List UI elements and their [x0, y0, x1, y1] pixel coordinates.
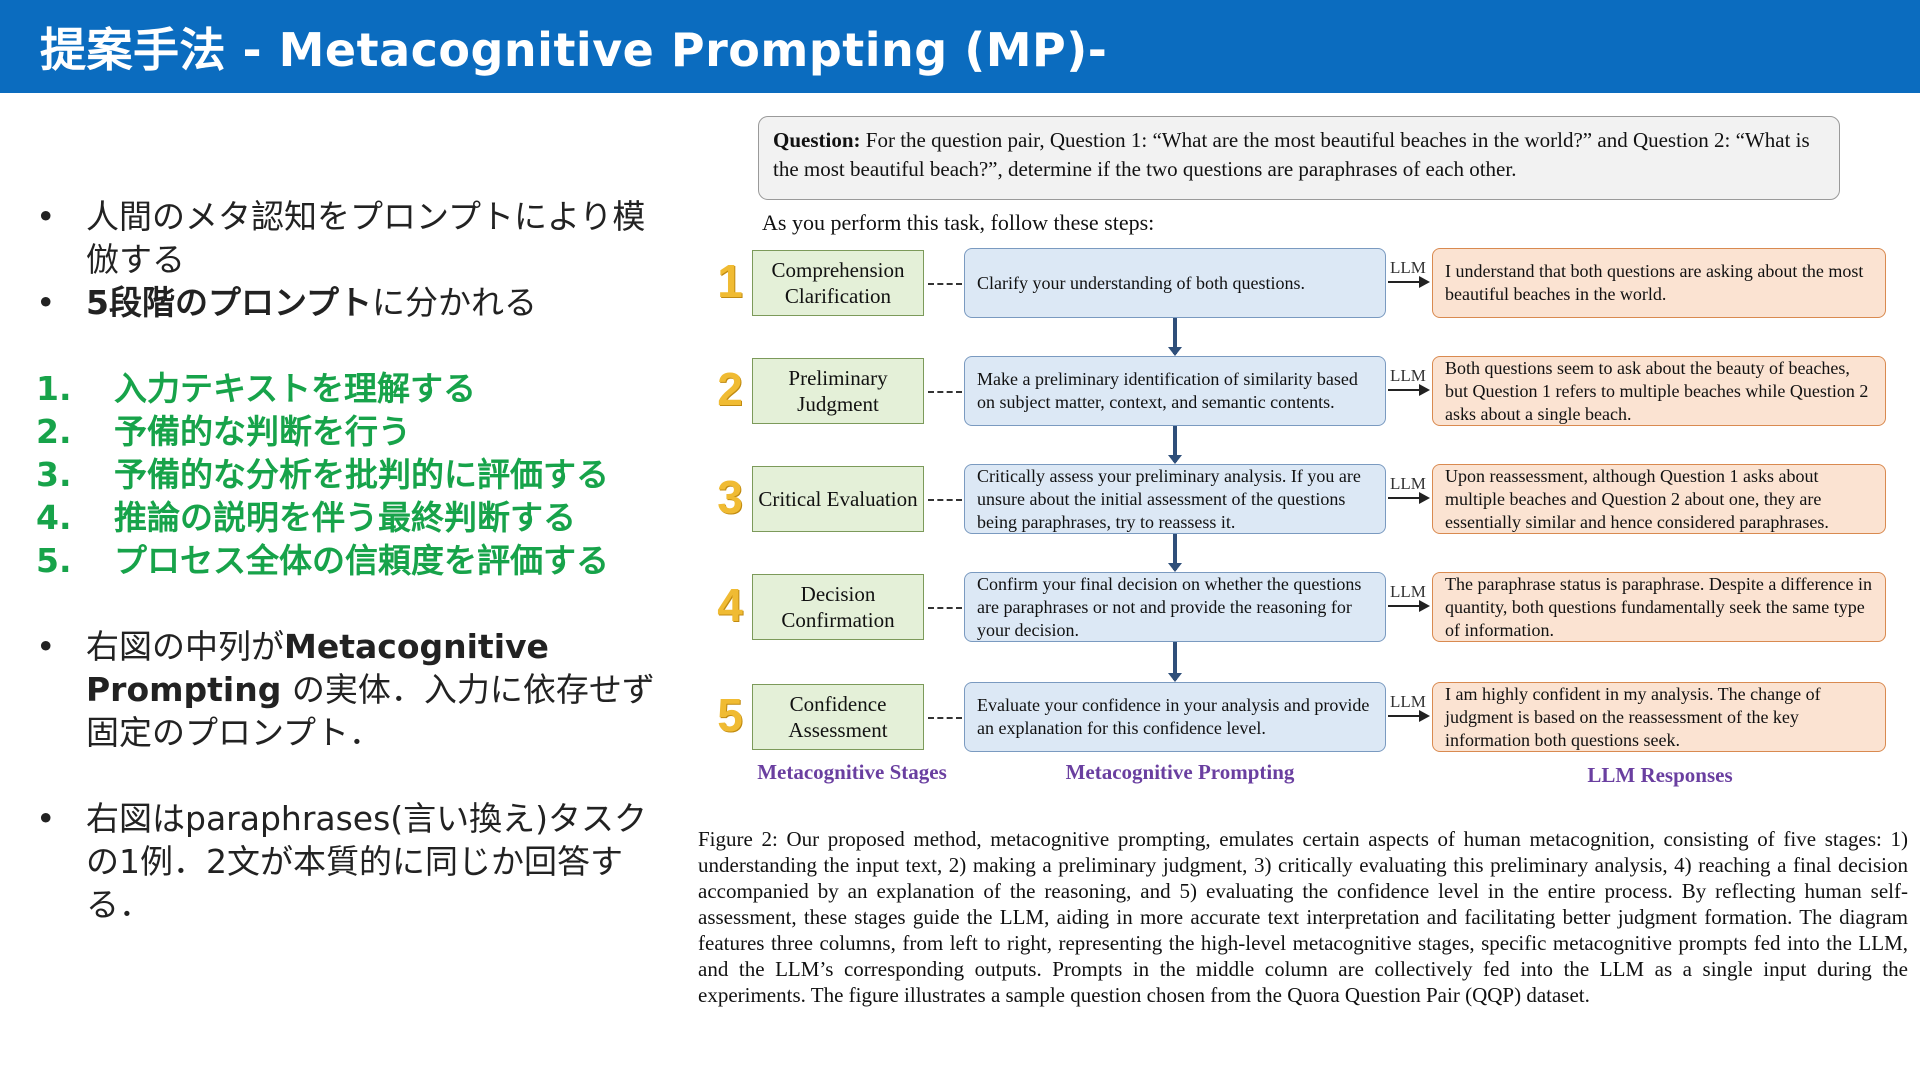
stage-box: Confidence Assessment [752, 684, 924, 750]
response-box: Both questions seem to ask about the bea… [1432, 356, 1886, 426]
bullet-text: 右図はparaphrases(言い換え)タスクの1例．2文が本質的に同じか回答す… [86, 799, 648, 924]
bullet-bold-text: 5段階のプロンプト [86, 283, 372, 322]
step-number: 5. [36, 541, 72, 580]
response-box: The paraphrase status is paraphrase. Des… [1432, 572, 1886, 642]
prompt-box: Clarify your understanding of both quest… [964, 248, 1386, 318]
step-item: 2. 予備的な判断を行う [36, 410, 676, 453]
question-box: Question: For the question pair, Questio… [758, 116, 1840, 200]
dashed-connector [928, 717, 962, 719]
dashed-connector [928, 391, 962, 393]
question-label: Question: [773, 128, 861, 152]
vertical-connector [1168, 426, 1182, 464]
step-item: 3. 予備的な分析を批判的に評価する [36, 453, 676, 496]
llm-arrow [1388, 384, 1430, 396]
dashed-connector [928, 607, 962, 609]
bullet-dot: • [36, 799, 56, 838]
vertical-connector [1168, 642, 1182, 682]
dashed-connector [928, 499, 962, 501]
llm-label: LLM [1390, 692, 1426, 711]
stage-box: Comprehension Clarification [752, 250, 924, 316]
dashed-connector [928, 283, 962, 285]
vertical-connector [1168, 534, 1182, 572]
question-text: For the question pair, Question 1: “What… [773, 128, 1810, 181]
bullet-item: • 右図の中列がMetacognitive Prompting の実体．入力に依… [36, 625, 676, 754]
prompt-box: Confirm your final decision on whether t… [964, 572, 1386, 642]
llm-arrow [1388, 710, 1430, 722]
stage-number: 5 [717, 689, 743, 741]
bullet-dot: • [36, 627, 56, 666]
stage-number: 4 [717, 579, 743, 631]
prompt-box: Make a preliminary identification of sim… [964, 356, 1386, 426]
bullet-bold-text: Metacognitive Prompting [86, 627, 549, 709]
response-box: I am highly confident in my analysis. Th… [1432, 682, 1886, 752]
bullet-text: に分かれる [371, 283, 537, 322]
column-label-responses: LLM Responses [1587, 763, 1733, 787]
llm-label: LLM [1390, 366, 1426, 385]
title-bar: 提案手法 - Metacognitive Prompting (MP)- [0, 0, 1920, 93]
step-number: 2. [36, 412, 72, 451]
step-item: 4. 推論の説明を伴う最終判断する [36, 496, 676, 539]
prompt-box: Evaluate your confidence in your analysi… [964, 682, 1386, 752]
figure: Question: For the question pair, Questio… [690, 108, 1910, 1078]
stage-box: Decision Confirmation [752, 574, 924, 640]
column-label-prompting: Metacognitive Prompting [1065, 760, 1295, 784]
llm-arrow [1388, 276, 1430, 288]
llm-label: LLM [1390, 582, 1426, 601]
figure-caption: Figure 2: Our proposed method, metacogni… [698, 827, 1908, 1007]
bullet-item: • 人間のメタ認知をプロンプトにより模倣する [36, 195, 676, 281]
step-text: 入力テキストを理解する [114, 369, 477, 408]
stage-box: Preliminary Judgment [752, 358, 924, 424]
vertical-connector [1168, 318, 1182, 356]
stage-number: 3 [717, 471, 743, 523]
step-number: 4. [36, 498, 72, 537]
stage-box: Critical Evaluation [752, 466, 924, 532]
step-text: プロセス全体の信頼度を評価する [114, 541, 609, 580]
bullet-text: 右図の中列が [86, 627, 284, 666]
response-box: I understand that both questions are ask… [1432, 248, 1886, 318]
step-list: 1. 入力テキストを理解する 2. 予備的な判断を行う 3. 予備的な分析を批判的に評… [36, 367, 676, 582]
bullet-item: • 5段階のプロンプトに分かれる [36, 281, 676, 324]
llm-label: LLM [1390, 258, 1426, 277]
follow-steps-text: As you perform this task, follow these s… [762, 210, 1155, 235]
step-number: 1. [36, 369, 72, 408]
llm-arrow [1388, 600, 1430, 612]
step-item: 1. 入力テキストを理解する [36, 367, 676, 410]
step-text: 予備的な分析を批判的に評価する [114, 455, 609, 494]
step-text: 予備的な判断を行う [114, 412, 411, 451]
response-box: Upon reassessment, although Question 1 a… [1432, 464, 1886, 534]
bullet-dot: • [36, 283, 56, 322]
column-label-stages: Metacognitive Stages [757, 760, 947, 784]
stage-number: 2 [717, 363, 743, 415]
bullet-item: • 右図はparaphrases(言い換え)タスクの1例．2文が本質的に同じか回… [36, 797, 676, 926]
llm-label: LLM [1390, 474, 1426, 493]
step-number: 3. [36, 455, 72, 494]
slide-title: 提案手法 - Metacognitive Prompting (MP)- [40, 23, 1108, 77]
left-column: • 人間のメタ認知をプロンプトにより模倣する • 5段階のプロンプトに分かれる … [36, 195, 676, 926]
step-text: 推論の説明を伴う最終判断する [114, 498, 576, 537]
bullet-dot: • [36, 197, 56, 236]
stage-number: 1 [717, 255, 743, 307]
llm-arrow [1388, 492, 1430, 504]
bullet-text: 人間のメタ認知をプロンプトにより模倣する [86, 197, 646, 279]
step-item: 5. プロセス全体の信頼度を評価する [36, 539, 676, 582]
bullet-text: の実体．入力に依存せず固定のプロンプト． [86, 670, 655, 752]
prompt-box: Critically assess your preliminary analy… [964, 464, 1386, 534]
